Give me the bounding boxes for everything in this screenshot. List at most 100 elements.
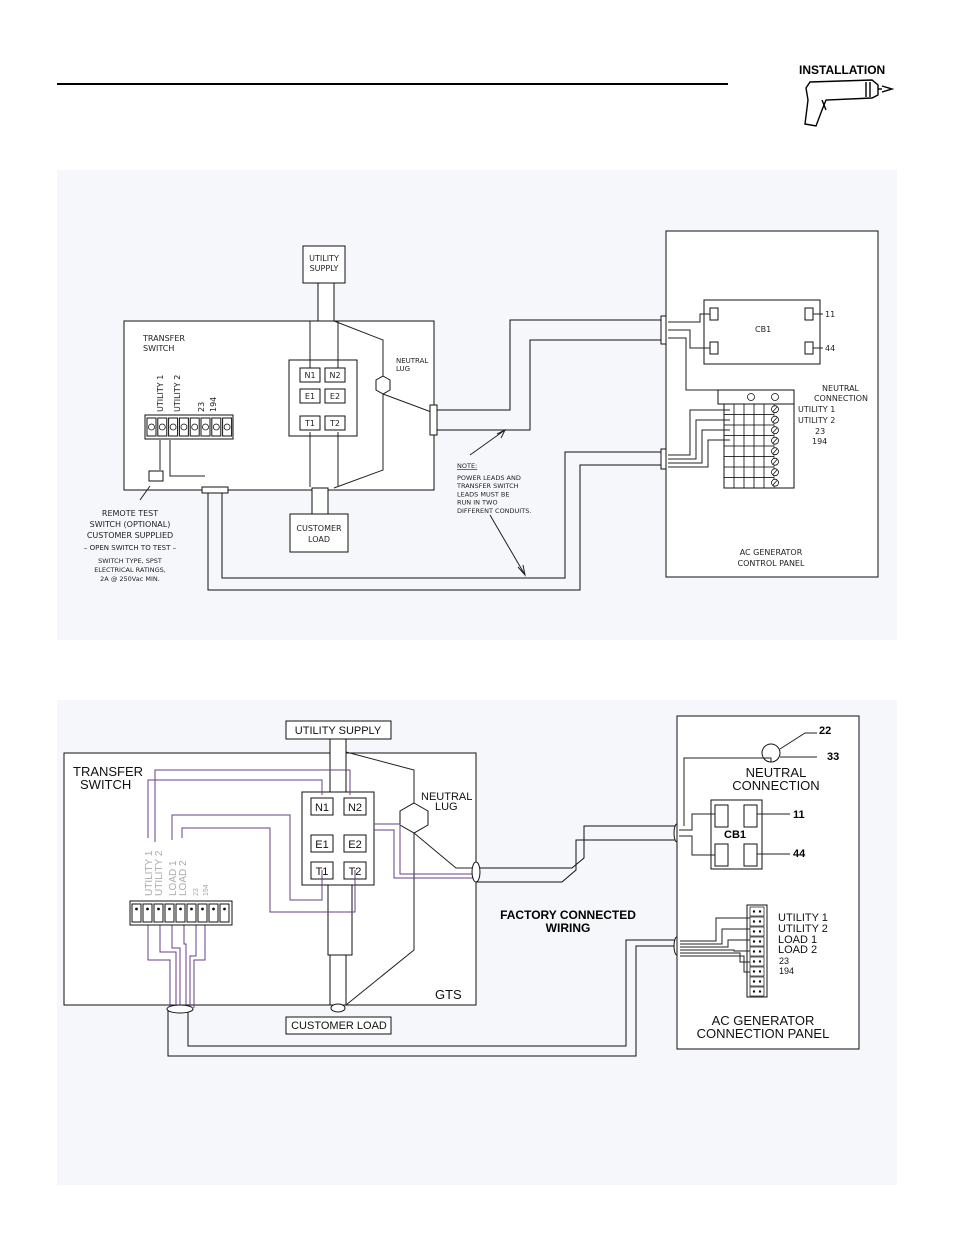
- contact-block: [288, 359, 358, 437]
- terminal-label: LOAD 1: [168, 860, 179, 896]
- terminal-label: UTILITY 2: [154, 850, 165, 896]
- contact-t2: [324, 415, 346, 431]
- screw-icon: [202, 423, 209, 431]
- contact-label: N2: [329, 371, 340, 380]
- contact-label: N1: [315, 802, 329, 814]
- terminal-label: UTILITY 1: [156, 375, 165, 412]
- drill-icon: [804, 79, 895, 127]
- transfer-switch-enclosure: [123, 320, 435, 491]
- terminal-label: UTILITY 2: [173, 375, 182, 412]
- cb-terminal-11: 11: [825, 310, 835, 319]
- screw-icon: [180, 423, 188, 431]
- contact-label: E2: [330, 392, 340, 401]
- cb1-breaker: [703, 299, 821, 365]
- screw-icon: [201, 907, 204, 911]
- section-label: INSTALLATION: [799, 63, 885, 77]
- customer-load-box: [289, 513, 349, 553]
- terminal-label: 194: [209, 397, 218, 412]
- contact-n1: [310, 797, 334, 816]
- gts-label: GTS: [435, 987, 462, 1002]
- terminal-label: LOAD 2: [178, 860, 189, 896]
- screw-icon: [191, 423, 199, 431]
- contact-n2: [324, 367, 346, 383]
- contact-label: T2: [329, 419, 340, 428]
- terminal-label: 23: [197, 402, 206, 412]
- screw-icon: [212, 423, 220, 431]
- contact-label: N1: [304, 371, 315, 380]
- utility-supply-box: [302, 245, 346, 284]
- contact-e2: [324, 388, 346, 404]
- contact-e1: [310, 834, 334, 853]
- utility-supply-label: UTILITY SUPPLY: [295, 725, 382, 737]
- neutral-terminal-22: 22: [819, 725, 831, 737]
- panel-terminal-label: UTILITY 1: [798, 405, 835, 414]
- panel-terminal-label: 194: [812, 437, 827, 446]
- screw-icon: [169, 423, 177, 431]
- screw-icon: [179, 907, 182, 911]
- neutral-bar: [717, 389, 795, 405]
- contact-n2: [343, 797, 367, 816]
- cb-terminal-44: 44: [825, 344, 835, 353]
- panel-terminal-label: 23: [779, 956, 789, 966]
- terminal-screw: [131, 903, 142, 923]
- contact-label: E1: [315, 839, 328, 851]
- screw-icon: [223, 423, 231, 431]
- screw-icon: [157, 907, 160, 911]
- panel-terminal-label: UTILITY 2: [798, 416, 835, 425]
- customer-load-box: [285, 1016, 392, 1035]
- terminal-label: 194: [203, 884, 210, 896]
- panel-terminal-label: LOAD 2: [778, 944, 817, 956]
- terminal-screw: [164, 903, 175, 923]
- terminal-label: 23: [193, 888, 200, 896]
- neutral-lug: [375, 375, 391, 395]
- panel-terminal-label: LOAD 1: [778, 934, 817, 946]
- panel-terminal-label: UTILITY 1: [778, 912, 828, 924]
- screw-icon: [190, 907, 193, 911]
- neutral-terminal-33: 33: [827, 751, 839, 763]
- terminal-screw: [153, 903, 164, 923]
- screw-icon: [135, 907, 138, 911]
- terminal-screw: [219, 903, 230, 923]
- screw-icon: [158, 423, 166, 431]
- cb-terminal-11: 11: [793, 809, 805, 821]
- terminal-screw: [175, 903, 186, 923]
- ac-generator-connection-panel: [676, 715, 860, 1050]
- terminal-screw: [186, 903, 197, 923]
- cb1-label: CB1: [755, 325, 771, 334]
- contact-label: E1: [305, 392, 315, 401]
- panel-terminal-label: 194: [779, 966, 794, 976]
- contact-e2: [343, 834, 367, 853]
- terminal-screw: [142, 903, 153, 923]
- customer-load-label: CUSTOMER LOAD: [291, 1020, 387, 1032]
- screw-icon: [146, 907, 149, 911]
- contact-label: T1: [304, 419, 315, 428]
- contact-label: E2: [348, 839, 361, 851]
- contact-e1: [299, 388, 321, 404]
- screw-icon: [148, 423, 155, 431]
- panel-terminal-label: UTILITY 2: [778, 923, 828, 935]
- panel-terminal-label: 23: [815, 427, 825, 436]
- screw-icon: [223, 907, 226, 911]
- screw-icon: [168, 907, 171, 911]
- cb1-label: CB1: [724, 829, 746, 841]
- terminal-screw: [197, 903, 208, 923]
- contact-label: N2: [348, 802, 362, 814]
- contact-t1: [299, 415, 321, 431]
- screw-icon: [212, 907, 215, 911]
